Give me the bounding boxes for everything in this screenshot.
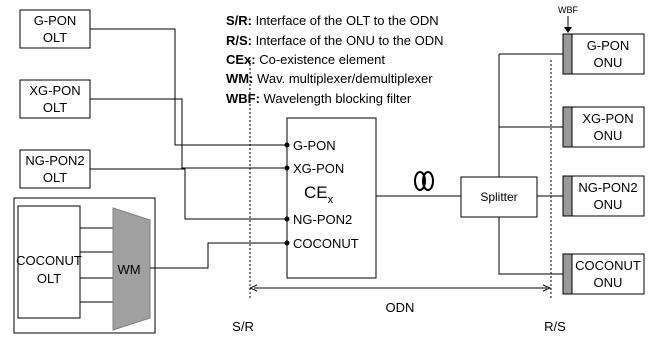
cex-port-xgpon: XG-PON bbox=[293, 161, 344, 176]
olt-coconut-sublabel: OLT bbox=[37, 271, 61, 286]
onu-gpon-sublabel: ONU bbox=[594, 55, 623, 70]
splitter-onu-connections bbox=[498, 53, 563, 275]
wbf-indicator: WBF bbox=[558, 5, 578, 33]
onu-gpon: G-PON ONU bbox=[562, 33, 645, 75]
legend-entry-rs: R/S: Interface of the ONU to the ODN bbox=[226, 33, 443, 48]
onu-coconut: COCONUT ONU bbox=[562, 253, 645, 295]
coexistence-element: G-PON XG-PON NG-PON2 COCONUT CEx bbox=[284, 117, 377, 279]
onu-coconut-sublabel: ONU bbox=[594, 275, 623, 290]
legend-entry-wbf: WBF: Wavelength blocking filter bbox=[226, 91, 412, 106]
olt-cex-connections bbox=[90, 28, 287, 269]
cex-port-gpon: G-PON bbox=[293, 138, 336, 153]
fiber-trunk bbox=[376, 171, 461, 197]
onu-xgpon: XG-PON ONU bbox=[562, 106, 645, 148]
olt-xgpon: XG-PON OLT bbox=[19, 79, 91, 119]
olt-gpon: G-PON OLT bbox=[19, 9, 91, 49]
olt-gpon-sublabel: OLT bbox=[43, 30, 67, 45]
onu-xgpon-sublabel: ONU bbox=[594, 128, 623, 143]
splitter-label: Splitter bbox=[480, 190, 517, 204]
rs-label: R/S bbox=[544, 319, 566, 334]
reference-points: S/R R/S bbox=[232, 60, 566, 334]
olt-xgpon-sublabel: OLT bbox=[43, 100, 67, 115]
legend-entry-wm: WM: Wav. multiplexer/demultiplexer bbox=[226, 71, 433, 86]
onu-xgpon-label: XG-PON bbox=[582, 111, 633, 126]
cex-label: CEx bbox=[304, 183, 334, 206]
wbf-label: WBF bbox=[558, 5, 578, 15]
onu-ngpon2: NG-PON2 ONU bbox=[562, 175, 645, 217]
legend-entry-sr: S/R: Interface of the OLT to the ODN bbox=[226, 13, 439, 28]
legend: S/R: Interface of the OLT to the ODN R/S… bbox=[226, 13, 443, 106]
odn-label: ODN bbox=[386, 300, 415, 315]
onu-ngpon2-label: NG-PON2 bbox=[578, 180, 637, 195]
cex-port-coconut: COCONUT bbox=[293, 236, 359, 251]
legend-entry-cex: CEx: Co-existence element bbox=[226, 52, 385, 67]
olt-gpon-label: G-PON bbox=[34, 13, 77, 28]
olt-ngpon2-label: NG-PON2 bbox=[25, 153, 84, 168]
olt-xgpon-label: XG-PON bbox=[29, 83, 80, 98]
olt-ngpon2-sublabel: OLT bbox=[43, 170, 67, 185]
sr-label: S/R bbox=[232, 319, 254, 334]
onu-coconut-label: COCONUT bbox=[575, 258, 641, 273]
wm-label: WM bbox=[117, 262, 140, 277]
onu-ngpon2-sublabel: ONU bbox=[594, 197, 623, 212]
wavelength-multiplexer: WM bbox=[112, 207, 151, 331]
odn-span: ODN bbox=[254, 288, 547, 315]
cex-port-ngpon2: NG-PON2 bbox=[293, 212, 352, 227]
onu-gpon-label: G-PON bbox=[587, 38, 630, 53]
olt-ngpon2: NG-PON2 OLT bbox=[19, 149, 91, 189]
olt-coconut-label: COCONUT bbox=[16, 253, 82, 268]
splitter: Splitter bbox=[460, 176, 538, 218]
